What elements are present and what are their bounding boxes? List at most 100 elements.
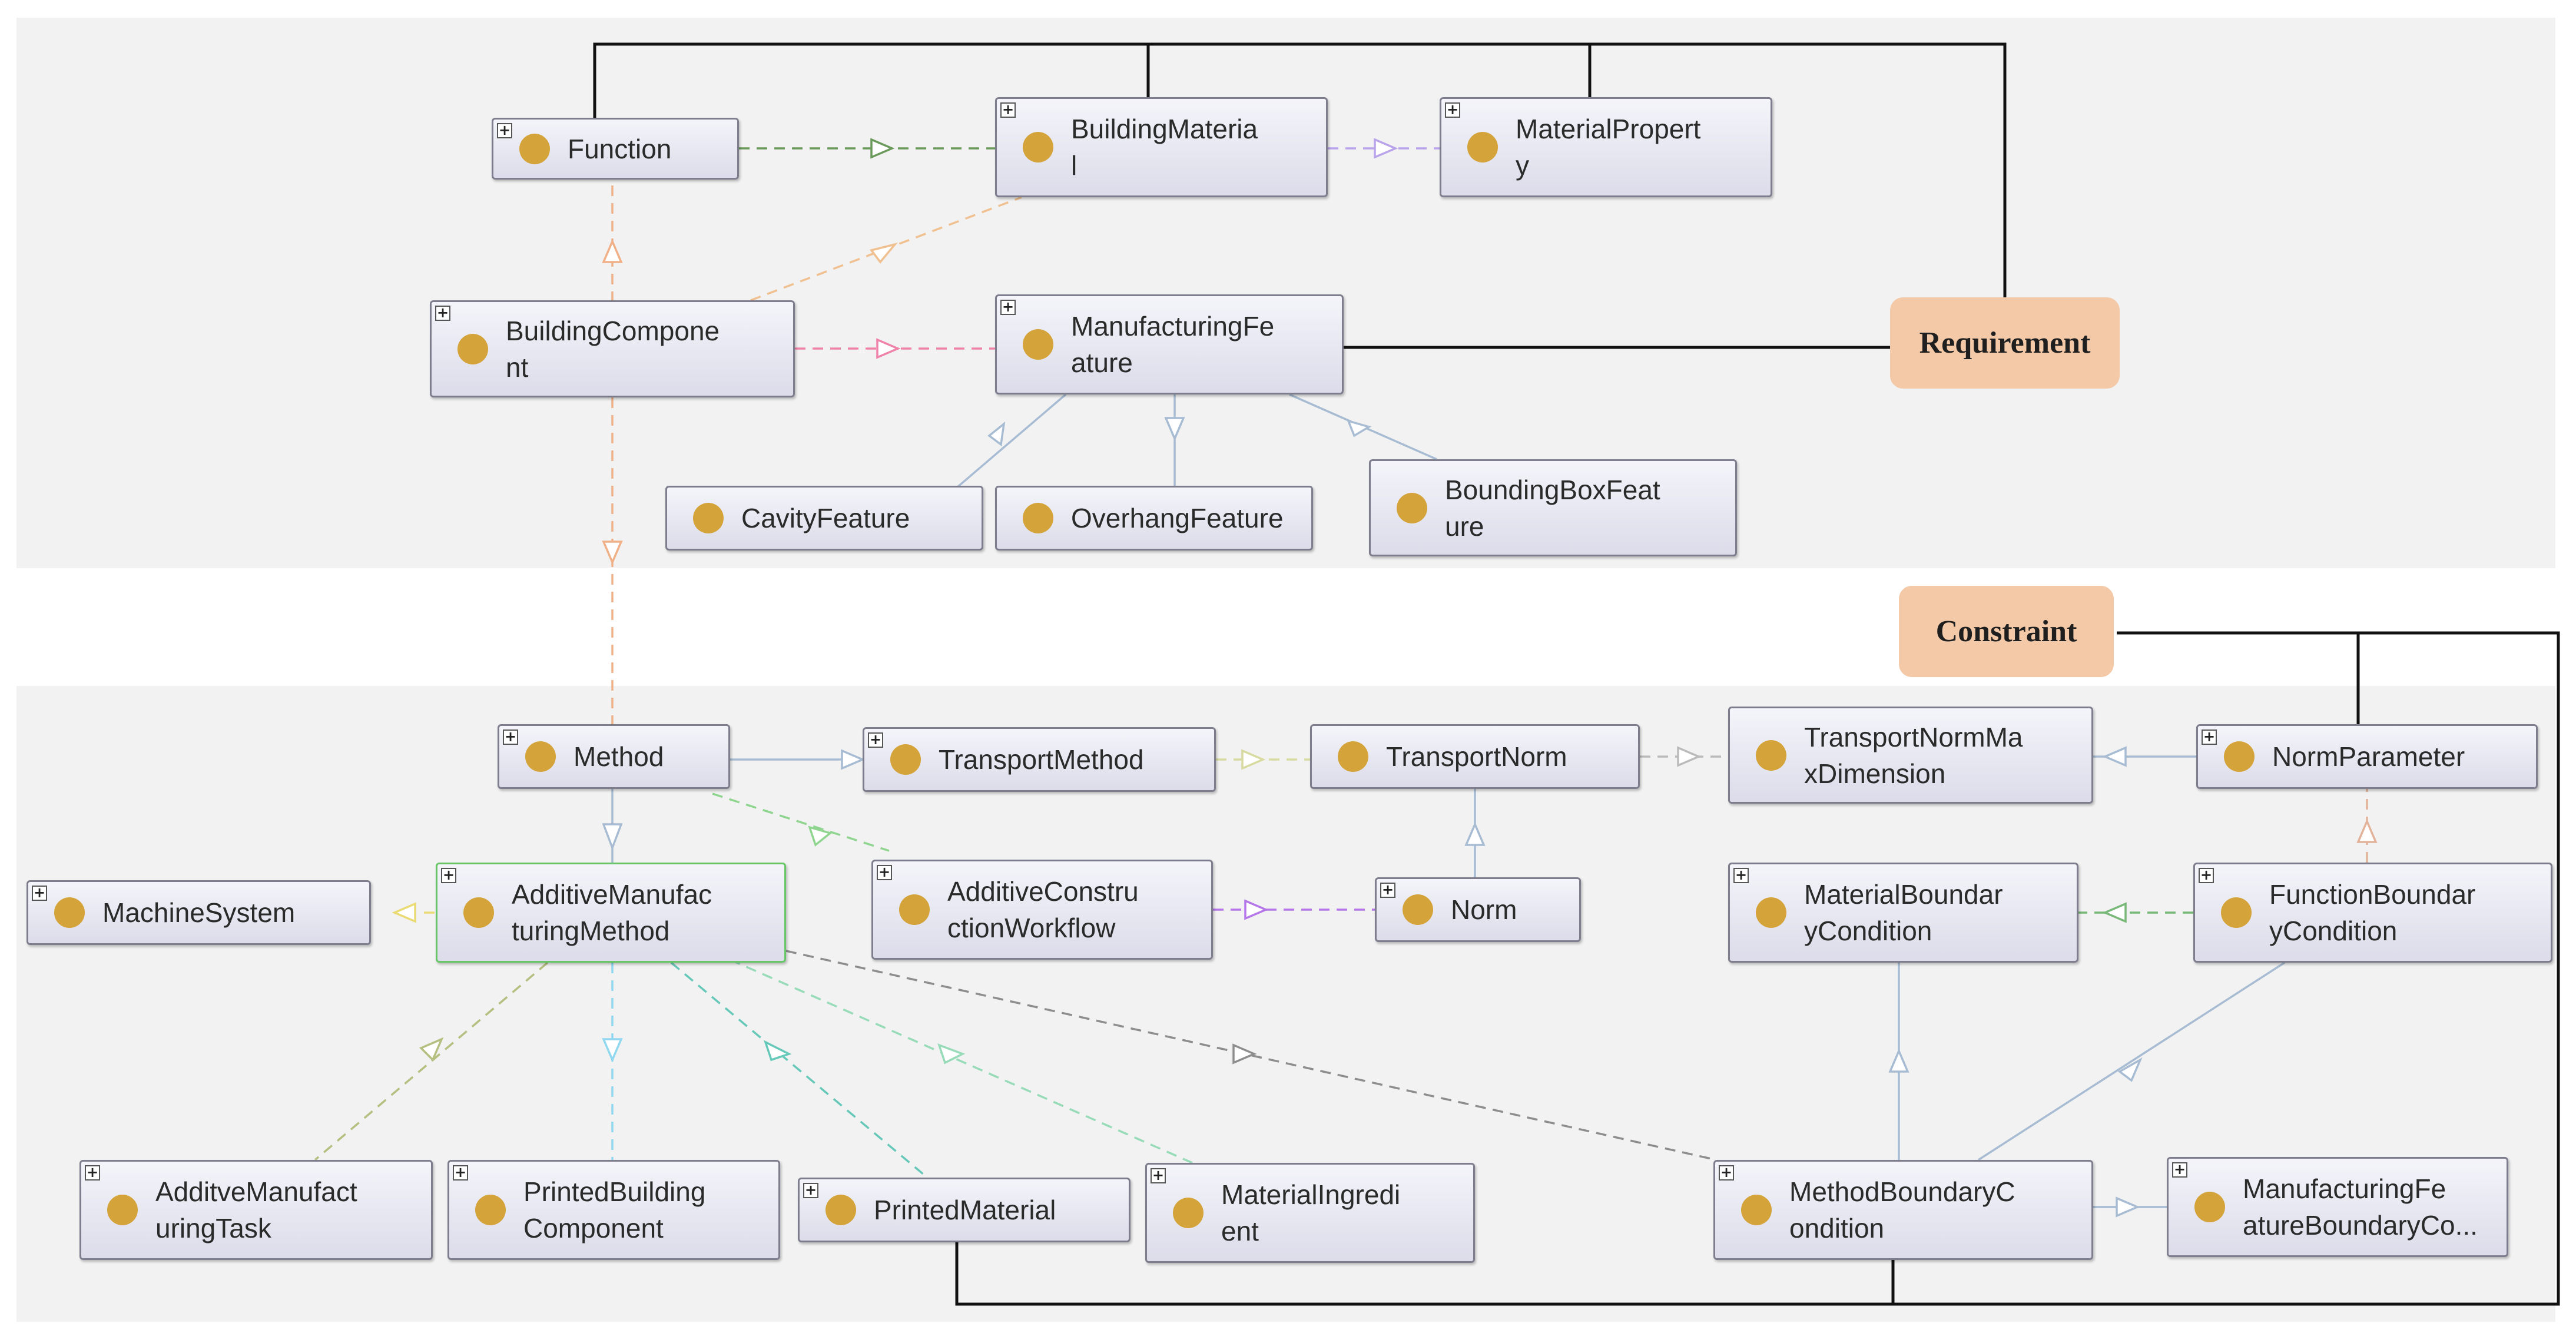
constraint-group-connector (955, 631, 2560, 1306)
plus-box-icon[interactable]: + (2172, 1162, 2187, 1178)
plus-box-icon[interactable]: + (453, 1165, 468, 1181)
class-dot-icon (890, 744, 921, 775)
additive-manufacturing-method-node[interactable]: + AdditiveManufac turingMethod (436, 863, 786, 963)
class-dot-icon (1756, 740, 1786, 771)
additive-manufacturing-task-node[interactable]: + AdditveManufact uringTask (79, 1160, 433, 1260)
node-label: BuildingMateria l (1071, 114, 1258, 181)
requirement-group-tag: Requirement (1890, 297, 2120, 389)
class-dot-icon (1467, 132, 1498, 163)
node-label: BoundingBoxFeat ure (1445, 474, 1660, 542)
node-label: FunctionBoundar yCondition (2269, 879, 2476, 946)
class-dot-icon (1397, 492, 1427, 523)
subclass-arrowheads (602, 417, 2143, 1218)
plus-box-icon[interactable]: + (1719, 1165, 1734, 1181)
node-label: Function (568, 133, 672, 164)
class-dot-icon (1173, 1198, 1204, 1228)
plus-box-icon[interactable]: + (1000, 300, 1016, 315)
overhang-feature-node[interactable]: OverhangFeature (995, 486, 1313, 551)
method-node[interactable]: + Method (498, 724, 730, 789)
material-property-node[interactable]: + MaterialPropert y (1440, 97, 1772, 197)
edge-method-workflow (712, 792, 890, 852)
edge-amm-printedmaterial (670, 961, 929, 1179)
method-boundary-condition-node[interactable]: + MethodBoundaryC ondition (1713, 1160, 2093, 1260)
node-label: CavityFeature (741, 503, 910, 533)
node-label: MaterialIngredi ent (1221, 1179, 1401, 1246)
norm-parameter-node[interactable]: + NormParameter (2196, 724, 2538, 789)
class-dot-icon (1023, 132, 1053, 163)
node-label: TransportNormMa xDimension (1804, 721, 2023, 789)
plus-box-icon[interactable]: + (435, 306, 450, 321)
class-dot-icon (519, 133, 550, 164)
node-label: AdditiveManufac turingMethod (512, 879, 712, 946)
node-label: TransportMethod (939, 744, 1144, 775)
node-label: MethodBoundaryC ondition (1789, 1176, 2015, 1244)
bounding-box-feature-node[interactable]: BoundingBoxFeat ure (1369, 459, 1737, 556)
node-label: PrintedBuilding Component (523, 1176, 706, 1244)
printed-material-node[interactable]: + PrintedMaterial (798, 1178, 1130, 1242)
plus-box-icon[interactable]: + (2202, 729, 2217, 745)
manufacturing-feature-node[interactable]: + ManufacturingFe ature (995, 294, 1344, 394)
machine-system-node[interactable]: + MachineSystem (26, 880, 371, 945)
node-label: AdditveManufact uringTask (155, 1176, 357, 1244)
node-label: Norm (1451, 894, 1517, 925)
node-label: MachineSystem (102, 897, 296, 928)
edge-amm-materialingredient (730, 959, 1193, 1164)
requirement-group-connector (593, 42, 2007, 349)
class-dot-icon (899, 894, 930, 925)
plus-box-icon[interactable]: + (877, 865, 892, 880)
class-dot-icon (54, 897, 85, 928)
printed-building-component-node[interactable]: + PrintedBuilding Component (447, 1160, 780, 1260)
class-dot-icon (1023, 503, 1053, 533)
node-label: MaterialPropert y (1516, 114, 1701, 181)
property-edges (314, 147, 2368, 1179)
cavity-feature-node[interactable]: CavityFeature (665, 486, 983, 551)
plus-box-icon[interactable]: + (868, 732, 883, 748)
additive-construction-workflow-node[interactable]: + AdditiveConstru ctionWorkflow (871, 860, 1213, 960)
plus-box-icon[interactable]: + (1445, 102, 1460, 118)
plus-box-icon[interactable]: + (1733, 868, 1749, 883)
manufacturing-feature-boundary-condition-node[interactable]: + ManufacturingFe atureBoundaryCo... (2167, 1157, 2508, 1257)
edge-mbc-functionbc (1978, 961, 2285, 1161)
class-dot-icon (2224, 741, 2255, 772)
transport-norm-max-dimension-node[interactable]: TransportNormMa xDimension (1728, 707, 2093, 804)
node-label: NormParameter (2272, 741, 2465, 772)
plus-box-icon[interactable]: + (441, 868, 456, 883)
plus-box-icon[interactable]: + (497, 123, 512, 138)
building-component-node[interactable]: + BuildingCompone nt (430, 300, 795, 397)
plus-box-icon[interactable]: + (803, 1183, 818, 1198)
class-dot-icon (2194, 1192, 2225, 1222)
class-dot-icon (463, 897, 494, 928)
node-label: OverhangFeature (1071, 503, 1284, 533)
class-dot-icon (1741, 1195, 1772, 1225)
node-label: ManufacturingFe atureBoundaryCo... (2243, 1173, 2478, 1241)
class-dot-icon (1403, 894, 1433, 925)
transport-norm-node[interactable]: TransportNorm (1310, 724, 1640, 789)
building-material-node[interactable]: + BuildingMateria l (995, 97, 1328, 197)
plus-box-icon[interactable]: + (1380, 883, 1395, 898)
node-label: PrintedMaterial (874, 1195, 1056, 1225)
transport-method-node[interactable]: + TransportMethod (863, 727, 1216, 792)
plus-box-icon[interactable]: + (32, 886, 47, 901)
plus-box-icon[interactable]: + (2199, 868, 2214, 883)
node-label: BuildingCompone nt (506, 315, 720, 383)
class-dot-icon (1338, 741, 1368, 772)
plus-box-icon[interactable]: + (503, 729, 518, 745)
plus-box-icon[interactable]: + (1151, 1168, 1166, 1183)
class-dot-icon (825, 1195, 856, 1225)
constraint-group-tag: Constraint (1899, 586, 2114, 677)
function-node[interactable]: + Function (492, 118, 739, 180)
plus-box-icon[interactable]: + (85, 1165, 100, 1181)
node-label: MaterialBoundar yCondition (1804, 879, 2003, 946)
plus-box-icon[interactable]: + (1000, 102, 1016, 118)
norm-node[interactable]: + Norm (1375, 877, 1581, 942)
material-ingredient-node[interactable]: + MaterialIngredi ent (1145, 1163, 1475, 1263)
material-boundary-condition-node[interactable]: + MaterialBoundar yCondition (1728, 863, 2078, 963)
property-arrowheads (392, 138, 2378, 1065)
node-label: TransportNorm (1386, 741, 1567, 772)
class-dot-icon (1023, 329, 1053, 360)
class-dot-icon (457, 333, 488, 364)
class-dot-icon (525, 741, 556, 772)
function-boundary-condition-node[interactable]: + FunctionBoundar yCondition (2193, 863, 2552, 963)
class-dot-icon (693, 503, 724, 533)
